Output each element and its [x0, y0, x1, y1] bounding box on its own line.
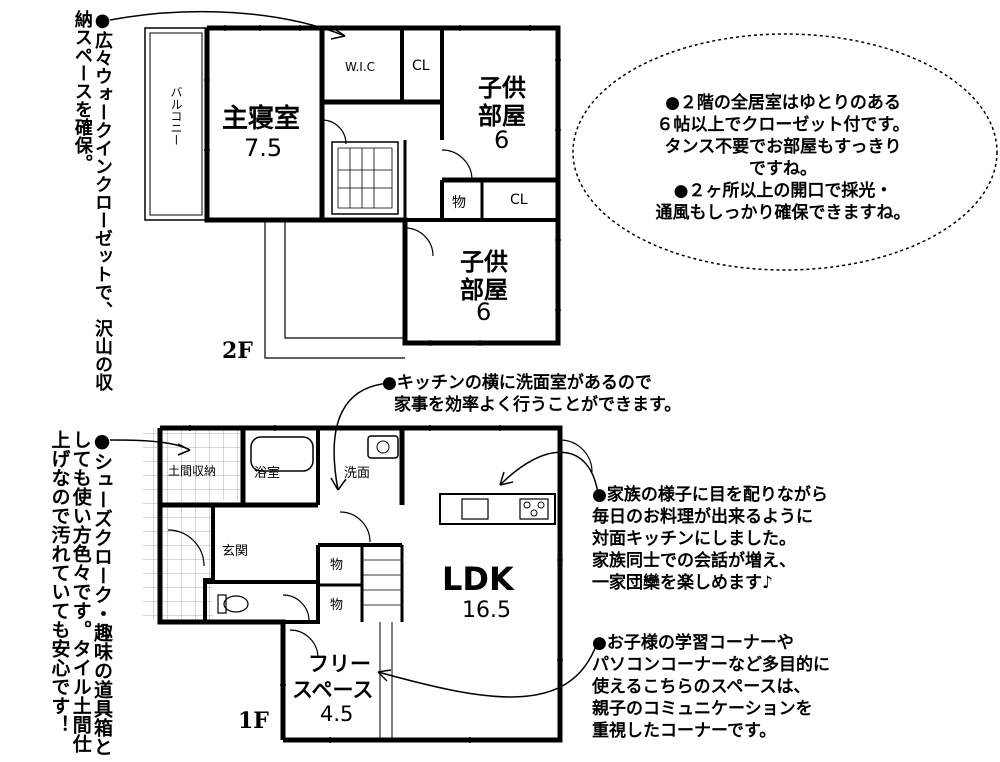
kids-room-b-size: 6 [476, 298, 492, 326]
kids-room-b-line2: 部屋 [460, 276, 508, 304]
closet-b-label: CL [510, 192, 528, 208]
family-note-line5: 一家団欒を楽しめます♪ [592, 573, 773, 594]
ellipse-note-line5: ●２ヶ所以上の開口で採光・ [673, 181, 893, 202]
family-note-line2: 毎日のお料理が出来るように [592, 507, 813, 528]
wic-note: ●広々ウォークインクローゼットで、沢山の収納スペースを確保。 [71, 10, 113, 391]
washroom-label: 洗面 [344, 466, 371, 481]
ellipse-note-line4: ですね。 [749, 159, 817, 180]
kitchen-leader [333, 382, 393, 491]
balcony-label: バルコニー [169, 86, 183, 146]
free-leader [377, 642, 598, 698]
free-note-line5: 重視したコーナーです。 [592, 721, 777, 742]
storage-1f-a-label: 物 [330, 558, 344, 573]
master-bedroom-name: 主寝室 [222, 104, 301, 134]
master-bedroom-size: 7.5 [244, 134, 283, 162]
second-floor-plan [144, 25, 561, 359]
free-note-line2: パソコンコーナーなど多目的に [592, 655, 830, 676]
entrance-label: 玄関 [222, 544, 249, 559]
storage-1f-b-label: 物 [330, 598, 344, 613]
wic-leader [109, 10, 346, 37]
leader-lines [109, 10, 599, 698]
kids-room-b-line1: 子供 [460, 248, 508, 276]
outer-wall-bottom [322, 183, 561, 346]
closet-a-label: CL [412, 58, 430, 74]
free-space-note: ●お子様の学習コーナーや パソコンコーナーなど多目的に 使えるこちらのスペースは… [592, 632, 830, 742]
family-note-line4: 家族同士での会話が増え、 [592, 551, 796, 572]
wic-label: W.I.C [345, 60, 376, 74]
outer-wall-1f [160, 425, 563, 743]
shoes-note: ●シューズクローク・趣味の道具箱としても使い方色々です。タイル土間仕上げなので汚… [48, 430, 113, 756]
kitchen-note: ●キッチンの横に洗面室があるので 家事を効率よく行うことができます。 [382, 372, 681, 416]
outer-wall-left [204, 28, 322, 223]
balcony-inner [149, 32, 203, 216]
kitchen-note-line2: 家事を効率よく行うことができます。 [394, 395, 682, 416]
ldk-name: LDK [442, 560, 514, 598]
free-note-line4: 親子のコミュニケーションを [592, 699, 813, 720]
bath-label: 浴室 [254, 466, 281, 481]
floor-label-1f: 1F [238, 708, 269, 734]
doma-storage-label: 土間収納 [168, 464, 217, 478]
ellipse-note-line3: タンス不要でお部屋もすっきり [664, 137, 902, 158]
family-leader [499, 451, 599, 495]
free-space-size: 4.5 [320, 702, 354, 726]
kids-room-a-size: 6 [494, 126, 510, 154]
ellipse-note-line2: ６帖以上でクローゼット付です。 [656, 115, 910, 136]
kids-room-a-line1: 子供 [478, 74, 526, 102]
note-ellipse [572, 33, 998, 271]
family-note-line1: ●家族の様子に目を配りながら [592, 485, 828, 505]
ellipse-note: ●２階の全居室はゆとりのある ６帖以上でクローゼット付です。 タンス不要でお部屋… [618, 92, 948, 225]
storage-2f-label: 物 [452, 195, 466, 211]
floor-label-2f: 2F [222, 338, 253, 364]
ellipse-note-line6: 通風もしっかり確保できますね。 [655, 203, 911, 224]
ellipse-note-line1: ●２階の全居室はゆとりのある [665, 93, 901, 113]
kitchen-note-line1: ●キッチンの横に洗面室があるので [382, 373, 652, 393]
family-note: ●家族の様子に目を配りながら 毎日のお料理が出来るように 対面キッチンにしました… [592, 484, 828, 594]
free-space-line2: スペース [292, 678, 374, 702]
free-note-line3: 使えるこちらのスペースは、 [592, 677, 811, 698]
free-note-line1: ●お子様の学習コーナーや [592, 633, 794, 653]
family-note-line3: 対面キッチンにしました。 [592, 529, 796, 550]
ldk-size: 16.5 [462, 598, 511, 623]
free-space-line1: フリー [308, 652, 371, 676]
kids-room-a-line2: 部屋 [478, 102, 526, 130]
first-floor-plan [143, 425, 593, 743]
